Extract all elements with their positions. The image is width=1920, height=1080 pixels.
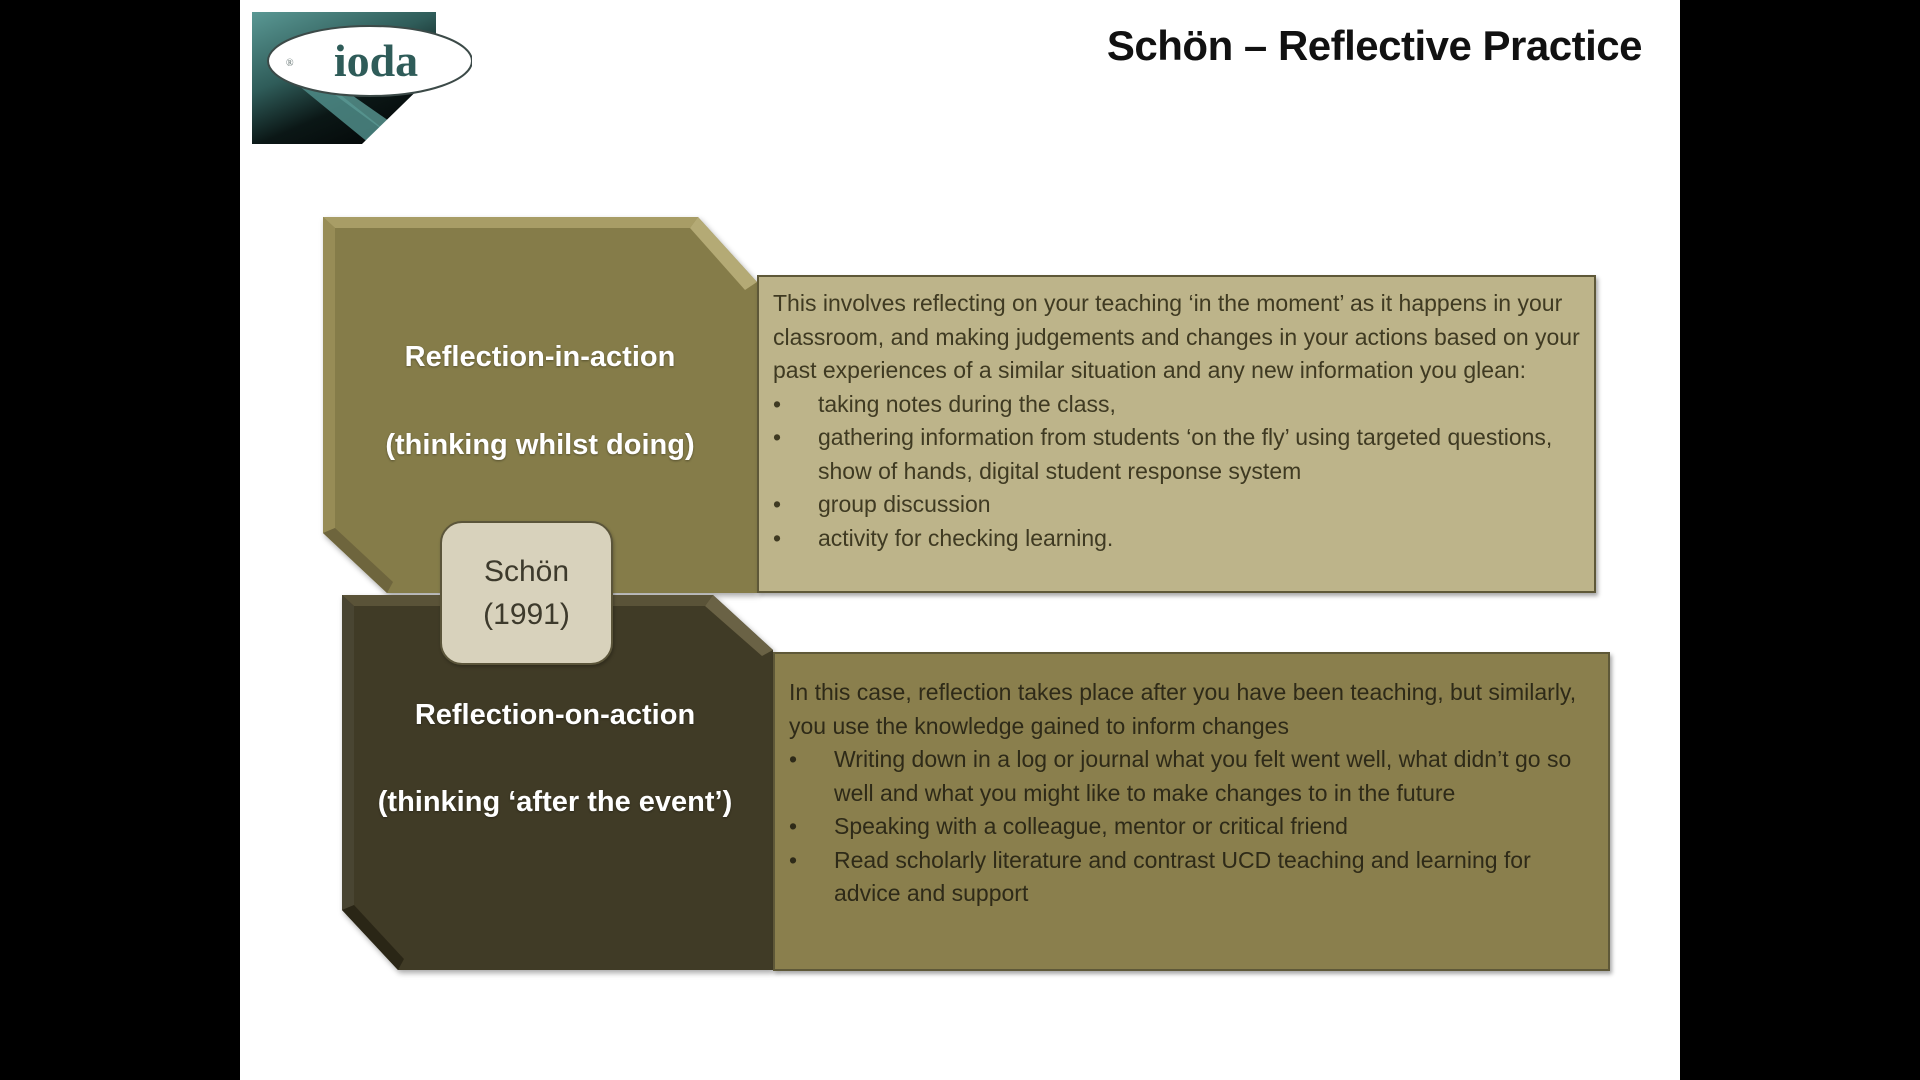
bullet-icon: • <box>773 390 782 417</box>
ioda-logo: ® ioda <box>252 12 472 144</box>
description-bullets: •Writing down in a log or journal what y… <box>789 743 1594 911</box>
list-item: •Read scholarly literature and contrast … <box>789 844 1594 911</box>
citation-year: (1991) <box>483 598 570 631</box>
description-intro: In this case, reflection takes place aft… <box>789 679 1577 739</box>
bullet-icon: • <box>773 424 782 450</box>
bullet-icon: • <box>773 491 782 517</box>
reflection-in-action-description: This involves reflecting on your teachin… <box>757 275 1596 593</box>
reflection-on-action-description: In this case, reflection takes place aft… <box>773 652 1610 971</box>
list-item: •Speaking with a colleague, mentor or cr… <box>789 810 1594 844</box>
list-item: •taking notes during the class, <box>773 388 1580 422</box>
list-item: •Writing down in a log or journal what y… <box>789 743 1594 810</box>
reflection-in-action-label: Reflection-in-action <box>404 341 676 373</box>
citation-author: Schön <box>483 555 570 588</box>
reflection-on-action-block <box>342 595 773 970</box>
list-item: •group discussion <box>773 488 1580 522</box>
description-bullets: •taking notes during the class, •gatheri… <box>773 388 1580 556</box>
bullet-icon: • <box>789 746 798 772</box>
list-item: •activity for checking learning. <box>773 522 1580 556</box>
list-item: •gathering information from students ‘on… <box>773 421 1580 488</box>
slide-title: Schön – Reflective Practice <box>1106 22 1643 69</box>
citation-badge: Schön (1991) <box>440 521 613 665</box>
bullet-icon: • <box>789 846 798 873</box>
bullet-icon: • <box>773 524 782 551</box>
registered-mark-icon: ® <box>286 58 294 69</box>
reflection-on-action-subtitle: (thinking ‘after the event’) <box>377 786 733 818</box>
bullet-icon: • <box>789 813 798 839</box>
reflection-on-action-label: Reflection-on-action <box>414 699 696 731</box>
reflection-in-action-subtitle: (thinking whilst doing) <box>385 429 695 461</box>
reflection-in-action-block <box>323 217 757 593</box>
logo-text: ioda <box>334 35 418 86</box>
description-intro: This involves reflecting on your teachin… <box>773 290 1580 383</box>
